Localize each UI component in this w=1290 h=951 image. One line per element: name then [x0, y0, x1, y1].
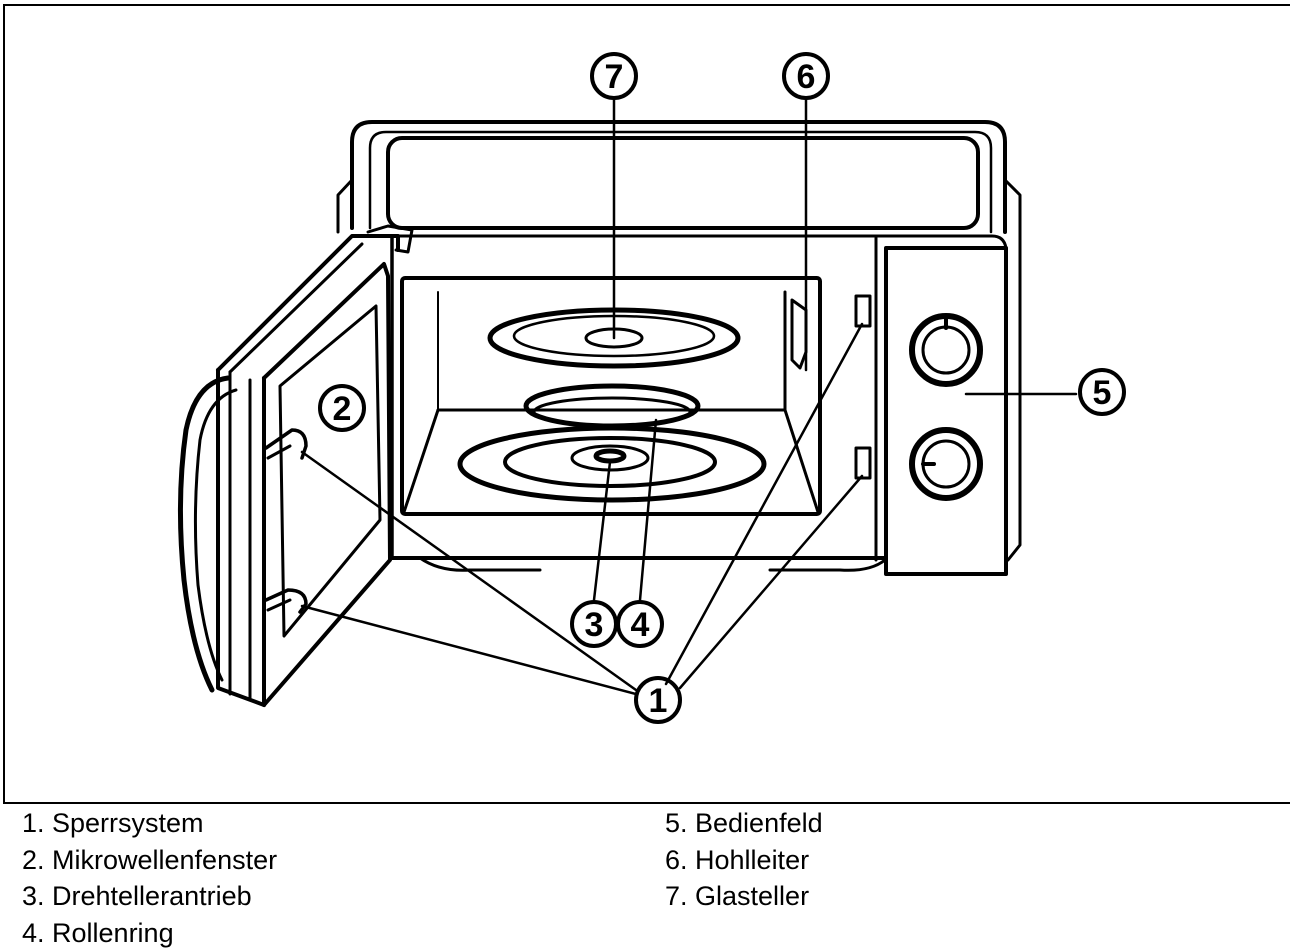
legend-column-right: 5. Bedienfeld 6. Hohlleiter 7. Glastelle… — [665, 805, 823, 915]
turntable-drive — [460, 428, 764, 500]
legend-item-4: 4. Rollenring — [22, 915, 277, 951]
callout-2-label: 2 — [333, 390, 352, 428]
callout-6-label: 6 — [797, 58, 816, 96]
callout-4-label: 4 — [631, 606, 650, 644]
parts-legend: 1. Sperrsystem 2. Mikrowellenfenster 3. … — [0, 805, 1290, 942]
legend-item-6: 6. Hohlleiter — [665, 842, 823, 879]
callout-1-label: 1 — [649, 682, 668, 720]
control-panel-drawing — [880, 236, 1006, 574]
microwave-body — [338, 122, 1020, 570]
legend-item-1: 1. Sperrsystem — [22, 805, 277, 842]
roller-ring — [526, 386, 698, 426]
legend-item-7: 7. Glasteller — [665, 878, 823, 915]
callout-7-label: 7 — [605, 58, 624, 96]
legend-column-left: 1. Sperrsystem 2. Mikrowellenfenster 3. … — [22, 805, 277, 951]
callout-5-label: 5 — [1093, 374, 1112, 412]
door — [180, 226, 412, 705]
legend-item-5: 5. Bedienfeld — [665, 805, 823, 842]
callout-3-label: 3 — [585, 606, 604, 644]
microwave-diagram: 7 6 5 2 3 4 1 — [0, 0, 1290, 805]
legend-item-3: 3. Drehtellerantrieb — [22, 878, 277, 915]
legend-item-2: 2. Mikrowellenfenster — [22, 842, 277, 879]
